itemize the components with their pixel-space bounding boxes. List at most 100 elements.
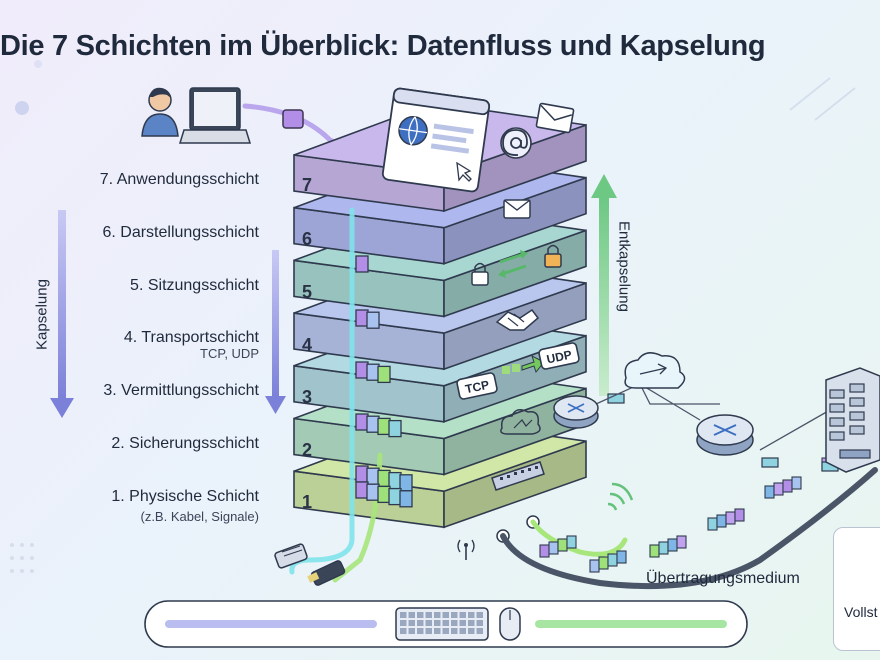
laptop-icon: [178, 87, 252, 144]
medium-packet-block: [548, 541, 559, 555]
packet-block: [388, 419, 402, 438]
packet-block: [377, 485, 391, 504]
packet-block: [377, 469, 391, 488]
keyboard-key: [442, 628, 449, 634]
packet-block: [366, 415, 380, 433]
layer-label-3: 3. Vermittlungsschicht: [103, 382, 259, 399]
layer-sublabel-4: TCP, UDP: [200, 346, 259, 361]
keyboard-key: [468, 628, 475, 634]
cloud-icon: [500, 409, 541, 435]
layer-sublabel-1: (z.B. Kabel, Signale): [140, 509, 259, 524]
transmission-medium-label: Übertragungsmedium: [646, 570, 800, 587]
keyboard-key: [442, 612, 449, 618]
packet-block: [355, 361, 369, 379]
user-icon: [141, 87, 179, 137]
exchange-arrows-icon: [498, 250, 528, 278]
server-rack-icon: [825, 367, 880, 473]
packet-block: [355, 413, 369, 431]
layer-number-1: 1: [302, 492, 313, 512]
keyboard-key: [451, 628, 458, 634]
packet-block: [355, 255, 369, 273]
packet-block: [366, 467, 380, 485]
layer-label-7: 7. Anwendungsschicht: [99, 171, 259, 188]
globe-icon: [398, 115, 474, 154]
layer-label-5: 5. Sitzungsschicht: [130, 277, 259, 294]
browser-window-icon: [381, 87, 491, 193]
keyboard-key: [400, 612, 407, 618]
medium-packet-block: [589, 559, 600, 573]
keyboard-key: [434, 612, 441, 618]
keyboard-key: [459, 620, 466, 626]
medium-packet-block: [764, 485, 775, 499]
layer-label-6: 6. Darstellungsschicht: [102, 224, 259, 241]
keyboard-key: [434, 620, 441, 626]
ethernet-plug-icon: [274, 543, 308, 569]
layer-number-6: 6: [302, 229, 313, 249]
layer-label-1: 1. Physische Schicht: [111, 488, 259, 505]
medium-packet-block: [539, 544, 550, 558]
keyboard-key: [417, 628, 424, 634]
switch-icon: [491, 461, 545, 491]
page-title: Die 7 Schichten im Überblick: Datenfluss…: [0, 30, 766, 62]
keyboard-key: [476, 628, 483, 634]
packet-block: [355, 465, 369, 483]
antenna-icon: [457, 539, 475, 560]
lock-icon: [471, 262, 489, 286]
layer-label-4: 4. Transportschicht: [123, 329, 259, 346]
keyboard-key: [425, 628, 432, 634]
mail-icon: [535, 102, 575, 134]
router-icon: [553, 395, 599, 429]
packet-block: [377, 365, 391, 384]
medium-packet-block: [667, 538, 678, 552]
keyboard-key: [468, 620, 475, 626]
keyboard-key: [442, 620, 449, 626]
layer-label-2: 2. Sicherungsschicht: [111, 435, 259, 452]
keyboard-key: [400, 628, 407, 634]
medium-packet-block: [598, 556, 609, 570]
keyboard-key: [417, 620, 424, 626]
stack-down-arrow: [272, 250, 279, 398]
packet-block: [355, 309, 369, 327]
protocol-arrow-icon: [502, 355, 545, 374]
handshake-icon: [495, 308, 540, 331]
legend-box: Vollst: [833, 527, 880, 651]
keyboard-key: [451, 620, 458, 626]
layer-number-5: 5: [302, 282, 313, 302]
packet-block: [366, 363, 380, 381]
keyboard-key: [408, 620, 415, 626]
keyboard-key: [400, 620, 407, 626]
cable-plug-icon: [307, 560, 346, 586]
at-sign-icon: [500, 127, 532, 159]
udp-label: UDP: [545, 347, 573, 366]
keyboard-key: [434, 628, 441, 634]
tcp-badge: TCP: [456, 372, 498, 400]
layer-number-4: 4: [302, 335, 313, 355]
encapsulation-label: Kapselung: [33, 279, 51, 350]
keyboard-key: [408, 628, 415, 634]
keyboard-key: [451, 612, 458, 618]
encapsulation-arrow-head: [50, 398, 74, 418]
keyboard-key: [425, 620, 432, 626]
packet-block: [366, 483, 380, 501]
transmission-cable: [500, 467, 878, 590]
medium-packet-block: [773, 482, 784, 496]
medium-packet-block: [649, 544, 660, 558]
transmission-cable-green: [530, 519, 628, 557]
encapsulation-arrow-shaft: [58, 210, 66, 400]
background-decor: [10, 60, 856, 573]
medium-packet-block: [707, 517, 718, 531]
medium-packet-block: [676, 535, 687, 549]
mouse-icon: [499, 607, 521, 641]
keyboard-key: [459, 628, 466, 634]
wifi-icon: [607, 482, 634, 511]
udp-badge: UDP: [538, 342, 580, 370]
medium-packet-block: [616, 550, 627, 564]
medium-packet-block: [607, 553, 618, 567]
keyboard-key: [417, 612, 424, 618]
data-packet-icon: [282, 109, 304, 129]
packet-blocks: [355, 255, 413, 508]
packet-block: [388, 471, 402, 490]
router-icon: [696, 414, 754, 456]
